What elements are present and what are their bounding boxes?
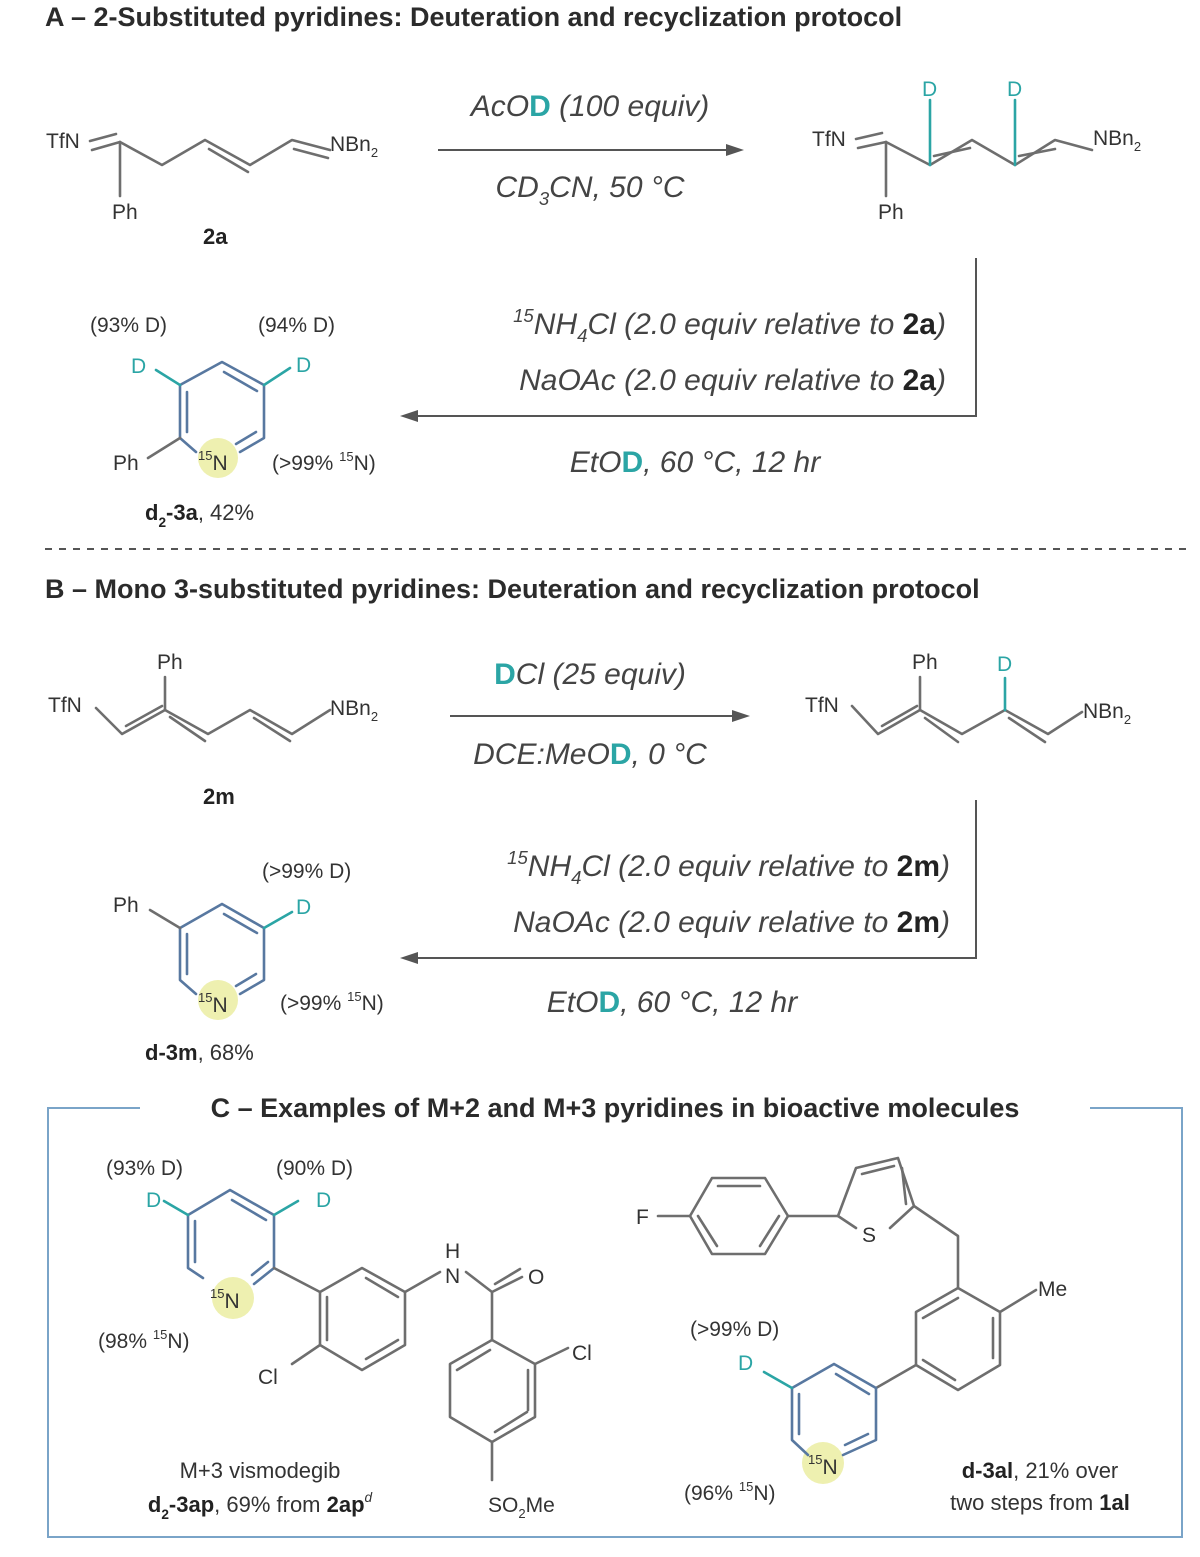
ph-label: Ph [112, 201, 138, 224]
n15-highlight [802, 1442, 844, 1484]
compound-2a-label: 2a [203, 224, 228, 249]
tfn-label: TfN [48, 694, 82, 717]
n15-highlight [198, 980, 238, 1020]
cl-label: Cl [572, 1342, 592, 1365]
arrowhead-a2 [400, 410, 418, 422]
deuteration-pct: (>99% D) [262, 860, 351, 883]
reaction-arrow-a2 [408, 258, 977, 417]
section-c-title: C – Examples of M+2 and M+3 pyridines in… [211, 1093, 1020, 1123]
product-d2-3a-label: d2-3a, 42% [145, 500, 254, 530]
n15-highlight [198, 438, 238, 478]
vismodegib-structure: D D 15N Cl N H O Cl SO2Me [146, 1188, 592, 1521]
product-d-3m-structure: Ph D 15N [113, 894, 311, 1020]
cl-label: Cl [258, 1366, 278, 1389]
deuteration-pct: (90% D) [276, 1157, 353, 1180]
deuterium-label: D [296, 896, 311, 919]
solvent-etod-b: EtOD, 60 °C, 12 hr [547, 986, 798, 1019]
s-label: S [862, 1224, 876, 1247]
n15-label: 15N [198, 448, 228, 475]
arrowhead-b2 [400, 952, 418, 964]
deuterium-label: D [296, 354, 311, 377]
n15-incorporation-pct: (96% 15N) [684, 1479, 776, 1505]
nh-h-label: H [445, 1240, 460, 1263]
vismodegib-name: M+3 vismodegib [180, 1458, 341, 1483]
section-c-box [47, 1107, 1183, 1538]
compound-2m-structure: TfN NBn2 Ph [48, 651, 378, 743]
so2me-label: SO2Me [488, 1494, 555, 1521]
solvent-etod-a: EtOD, 60 °C, 12 hr [570, 446, 821, 479]
compound-2a-structure: TfN NBn2 Ph [46, 130, 378, 224]
deuterium-label: D [131, 355, 146, 378]
intermediate-b-structure: D TfN NBn2 Ph [805, 651, 1131, 744]
product-d-3al-label: d-3al, 21% over [962, 1458, 1119, 1483]
deuteration-pct: (>99% D) [690, 1318, 779, 1341]
product-d2-3a-structure: D D Ph 15N [113, 354, 311, 478]
ph-label: Ph [878, 201, 904, 224]
solvent-cd3cn: CD3CN, 50 °C [495, 171, 684, 209]
product-d2-3ap-label: d2-3ap, 69% from 2apd [148, 1490, 373, 1522]
ph-label: Ph [113, 894, 139, 917]
n15-incorporation-pct: (>99% 15N) [272, 449, 376, 475]
deuterium-label: D [738, 1352, 753, 1375]
reagent-dcl: DCl (25 equiv) [494, 658, 686, 691]
ph-label: Ph [157, 651, 183, 674]
me-label: Me [1038, 1278, 1067, 1301]
reagent-15nh4cl-a: 15NH4Cl (2.0 equiv relative to 2a) [513, 305, 946, 346]
compound-2m-label: 2m [203, 784, 235, 809]
product-d-3m-label: d-3m, 68% [145, 1040, 254, 1065]
deuteration-pct: (93% D) [90, 314, 167, 337]
section-b-title: B – Mono 3-substituted pyridines: Deuter… [45, 574, 980, 604]
section-a-title: A – 2-Substituted pyridines: Deuteration… [45, 2, 902, 32]
reagent-naoac-b: NaOAc (2.0 equiv relative to 2m) [513, 906, 950, 939]
tfn-label: TfN [805, 694, 839, 717]
carbonyl-o-label: O [528, 1266, 544, 1289]
reagent-15nh4cl-b: 15NH4Cl (2.0 equiv relative to 2m) [507, 847, 950, 888]
n15-label: 15N [210, 1286, 240, 1313]
f-label: F [636, 1206, 649, 1229]
arrowhead-b1 [732, 710, 750, 722]
product-d-3al-source: two steps from 1al [950, 1490, 1130, 1515]
n15-incorporation-pct: (>99% 15N) [280, 989, 384, 1015]
deuterium-label: D [316, 1189, 331, 1212]
ph-label: Ph [912, 651, 938, 674]
nbn2-label: NBn2 [1083, 700, 1131, 727]
nh-n-label: N [445, 1265, 460, 1288]
n15-label: 15N [808, 1452, 838, 1479]
reagent-naoac-a: NaOAc (2.0 equiv relative to 2a) [519, 364, 946, 397]
deuterium-label: D [146, 1189, 161, 1212]
solvent-dce-meod: DCE:MeOD, 0 °C [473, 738, 707, 771]
reagent-acod: AcOD (100 equiv) [469, 90, 709, 123]
nbn2-label: NBn2 [330, 133, 378, 160]
tfn-label: TfN [46, 130, 80, 153]
nbn2-label: NBn2 [330, 697, 378, 724]
deuteration-pct: (93% D) [106, 1157, 183, 1180]
intermediate-a-structure: D D TfN NBn2 Ph [812, 78, 1141, 224]
deuterium-label: D [1007, 78, 1022, 101]
tfn-label: TfN [812, 128, 846, 151]
nbn2-label: NBn2 [1093, 127, 1141, 154]
n15-incorporation-pct: (98% 15N) [98, 1327, 190, 1353]
deuterium-label: D [997, 653, 1012, 676]
deuteration-pct: (94% D) [258, 314, 335, 337]
arrowhead-a1 [726, 144, 744, 156]
deuterium-label: D [922, 78, 937, 101]
reaction-arrow-b2 [408, 800, 977, 959]
ph-label: Ph [113, 452, 139, 475]
n15-label: 15N [198, 990, 228, 1017]
n15-highlight [212, 1277, 254, 1319]
compound-d-3al-structure: F S Me D 15N [636, 1156, 1067, 1484]
